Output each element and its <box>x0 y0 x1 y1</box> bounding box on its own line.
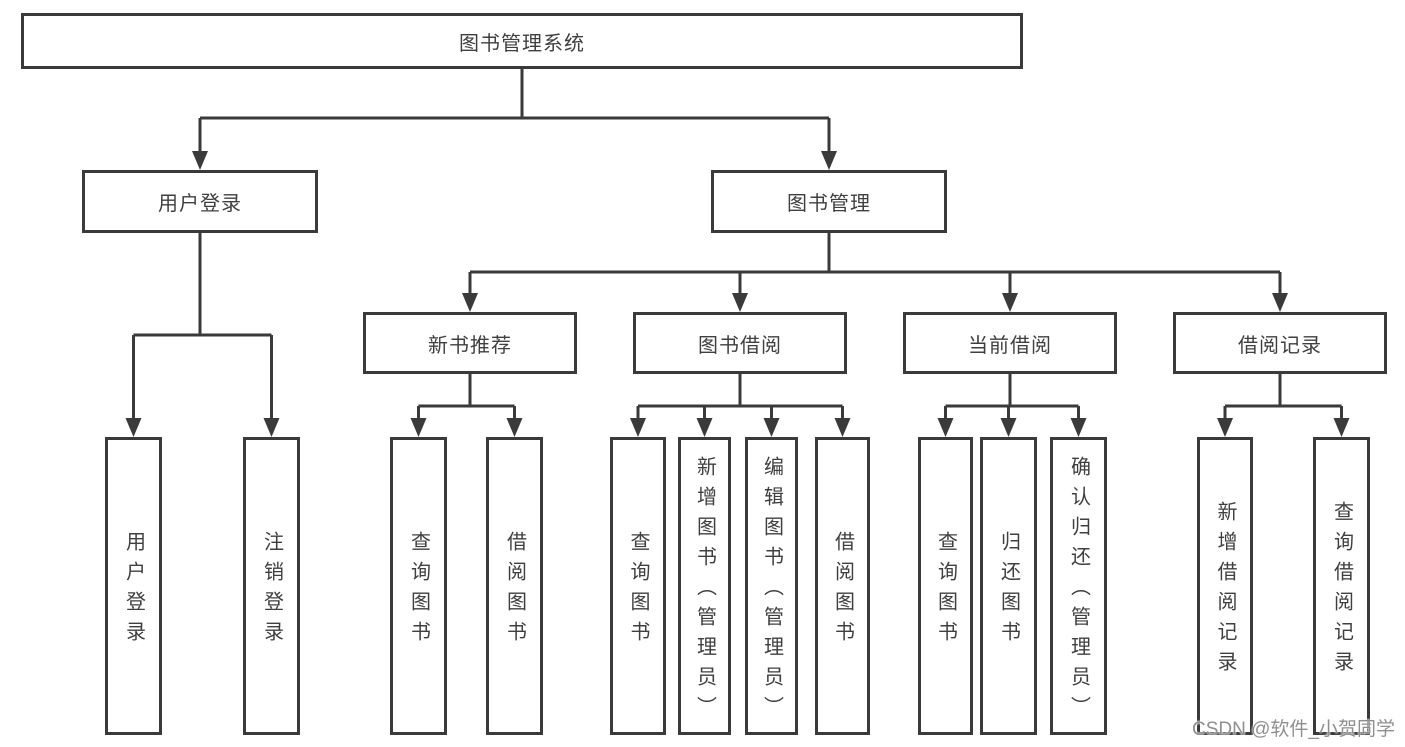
node-leaf-bb-borrow-books-label: 借阅图书 <box>831 531 854 651</box>
node-leaf-user-login: 用户登录 <box>105 437 162 735</box>
node-leaf-br-query-record-label: 查询借阅记录 <box>1330 501 1353 681</box>
node-leaf-br-query-record: 查询借阅记录 <box>1313 437 1370 735</box>
node-leaf-cb-query-books-label: 查询图书 <box>934 531 957 651</box>
node-borrow-record-label: 借阅记录 <box>1238 334 1322 357</box>
node-leaf-br-add-record: 新增借阅记录 <box>1197 437 1253 735</box>
node-leaf-cb-return-books-label: 归还图书 <box>997 531 1020 651</box>
node-leaf-bb-query-books: 查询图书 <box>610 437 666 735</box>
csdn-watermark: CSDN @软件_小贺同学 <box>1192 719 1395 740</box>
node-borrow-record: 借阅记录 <box>1173 312 1387 374</box>
node-book-management: 图书管理 <box>711 170 947 233</box>
node-new-book-recommend-label: 新书推荐 <box>428 334 512 357</box>
node-current-borrow: 当前借阅 <box>903 312 1117 374</box>
node-leaf-cb-confirm-return-admin: 确认归还（管理员） <box>1050 437 1107 735</box>
node-leaf-nb-query-books: 查询图书 <box>390 437 447 735</box>
node-leaf-cb-confirm-return-admin-label: 确认归还（管理员） <box>1067 456 1090 726</box>
node-user-login-label: 用户登录 <box>158 193 242 215</box>
node-leaf-nb-borrow-books: 借阅图书 <box>486 437 543 735</box>
node-leaf-bb-add-books-admin-label: 新增图书（管理员） <box>693 456 716 726</box>
node-leaf-cb-query-books: 查询图书 <box>918 437 973 735</box>
node-book-borrow-label: 图书借阅 <box>698 334 782 357</box>
node-leaf-bb-borrow-books: 借阅图书 <box>815 437 870 735</box>
node-book-borrow: 图书借阅 <box>633 312 847 374</box>
node-leaf-bb-edit-books-admin: 编辑图书（管理员） <box>745 437 798 735</box>
node-book-management-label: 图书管理 <box>787 193 871 215</box>
node-library-system: 图书管理系统 <box>21 13 1023 69</box>
node-leaf-bb-query-books-label: 查询图书 <box>627 531 649 651</box>
node-leaf-br-add-record-label: 新增借阅记录 <box>1214 501 1236 681</box>
node-leaf-logout: 注销登录 <box>243 437 300 735</box>
node-current-borrow-label: 当前借阅 <box>968 334 1052 357</box>
node-leaf-logout-label: 注销登录 <box>260 531 283 651</box>
node-leaf-bb-edit-books-admin-label: 编辑图书（管理员） <box>760 456 783 726</box>
node-leaf-nb-query-books-label: 查询图书 <box>407 531 430 651</box>
node-leaf-nb-borrow-books-label: 借阅图书 <box>503 531 526 651</box>
node-leaf-user-login-label: 用户登录 <box>122 531 145 651</box>
node-leaf-bb-add-books-admin: 新增图书（管理员） <box>678 437 731 735</box>
node-user-login: 用户登录 <box>82 170 318 233</box>
node-leaf-cb-return-books: 归还图书 <box>980 437 1037 735</box>
node-library-system-label: 图书管理系统 <box>459 32 585 55</box>
node-new-book-recommend: 新书推荐 <box>363 312 577 374</box>
